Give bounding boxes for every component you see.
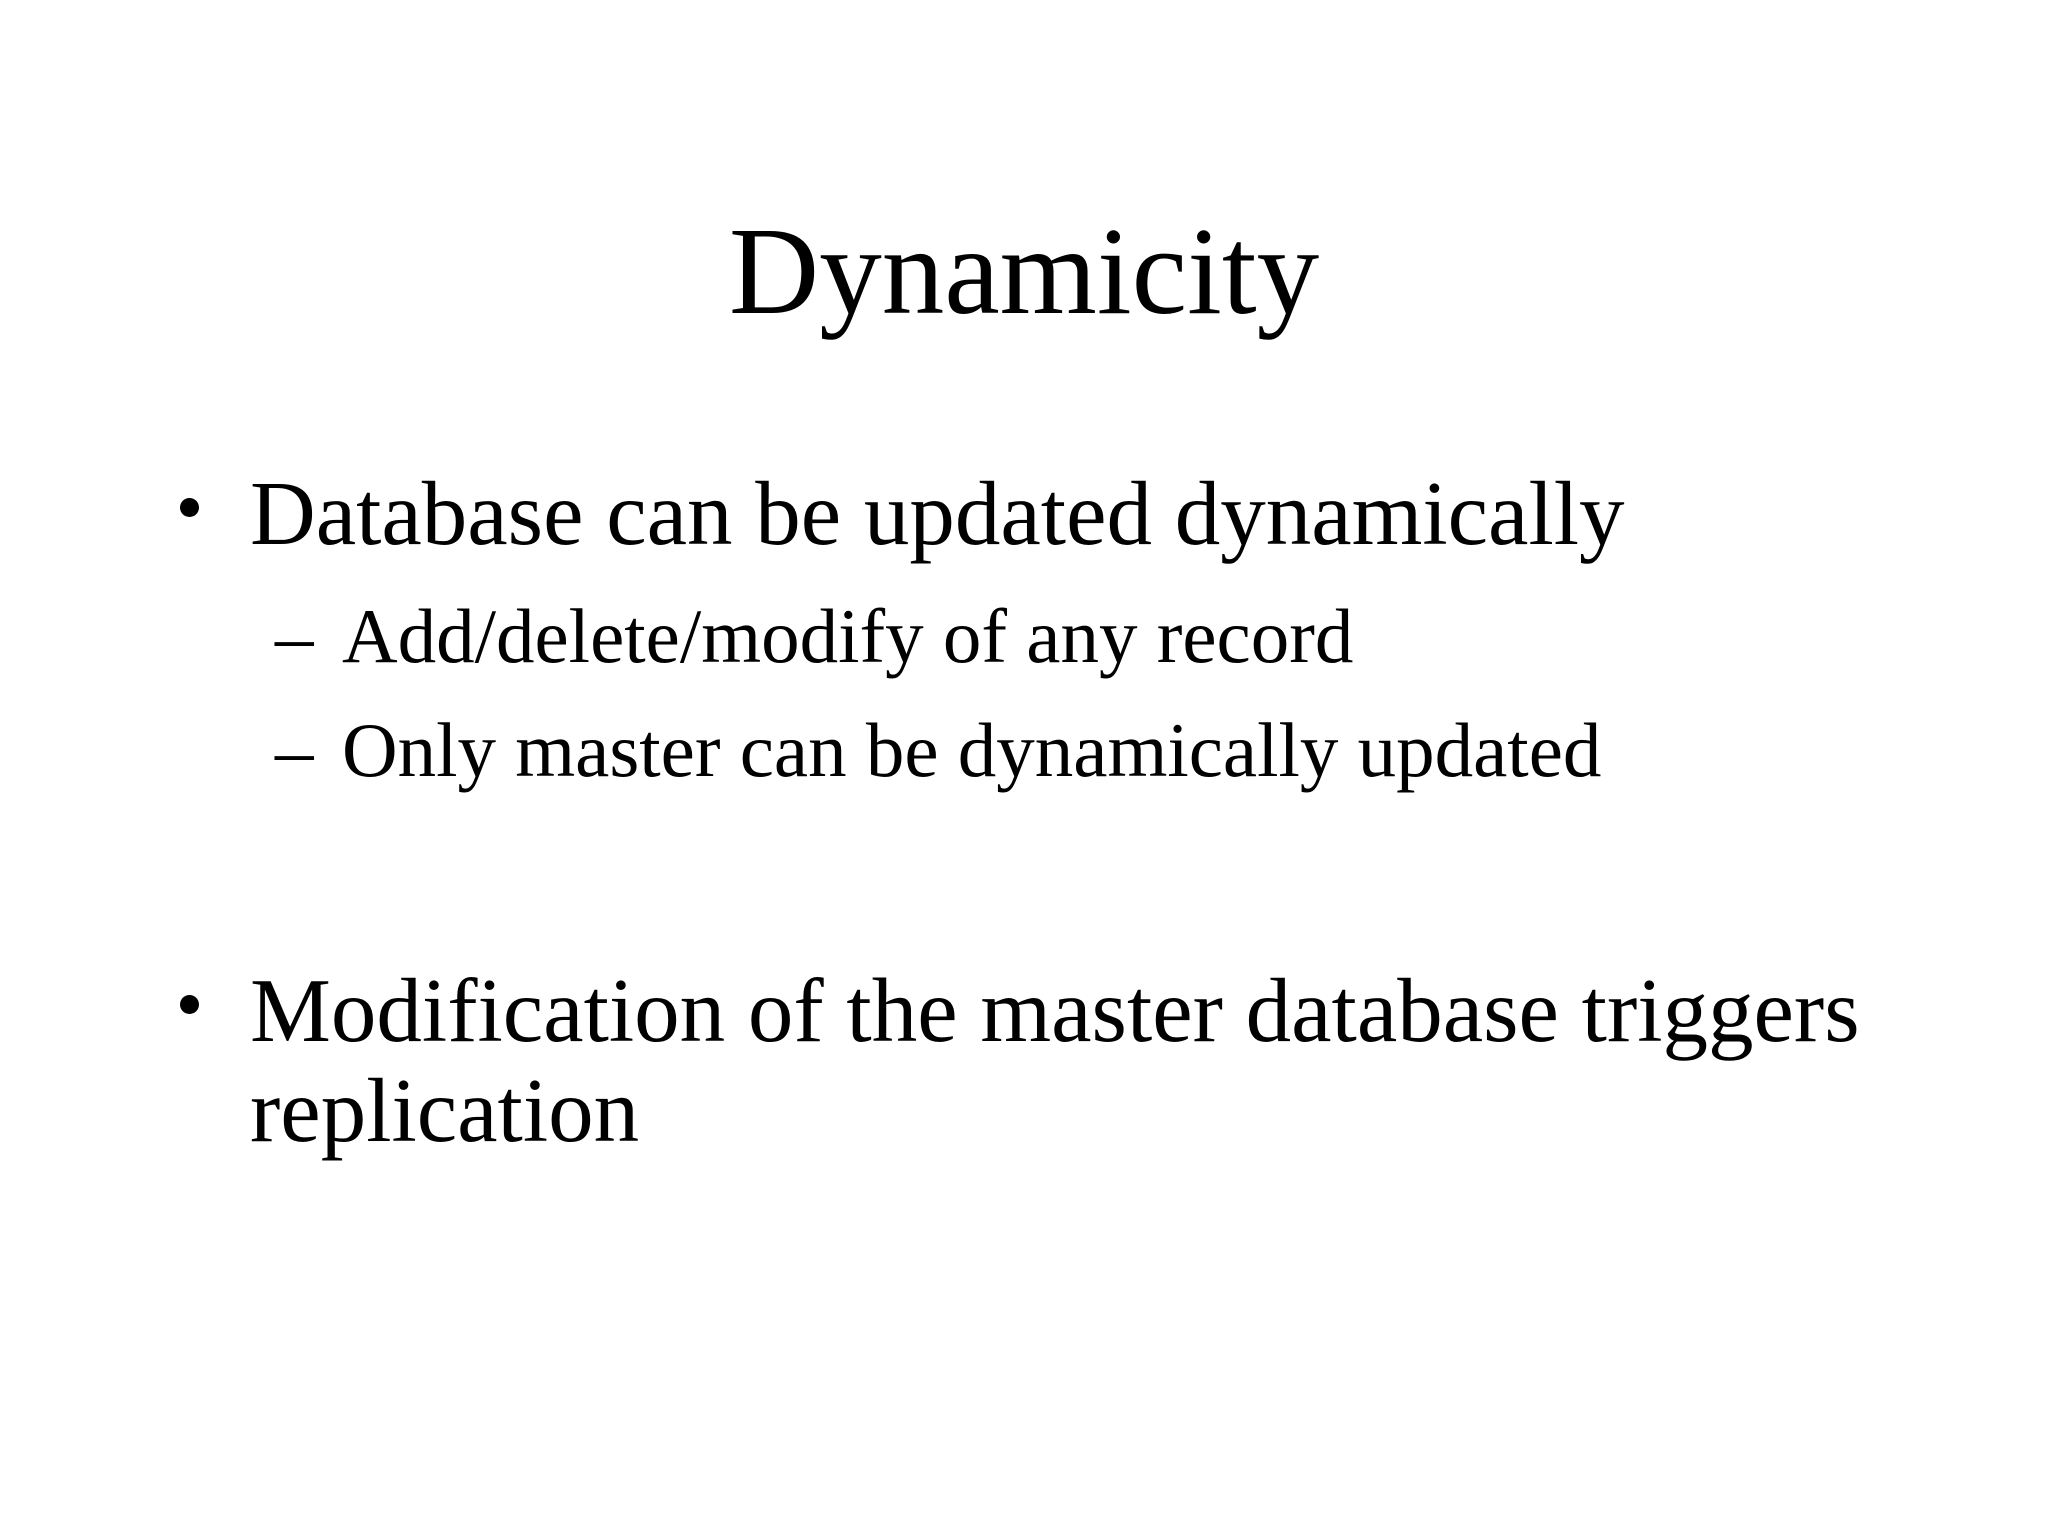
bullet-item: Database can be updated dynamically [180, 463, 1950, 564]
sub-bullet-text: Add/delete/modify of any record [342, 593, 1354, 679]
sub-bullet-item: – Add/delete/modify of any record [275, 594, 1842, 679]
dash-icon: – [275, 593, 314, 679]
dash-icon: – [275, 707, 314, 793]
sub-bullet-text: Only master can be dynamically updated [342, 707, 1602, 793]
bullet-item: Modification of the master database trig… [180, 960, 1950, 1162]
bullet-dot-icon [180, 464, 250, 517]
bullet-dot-icon [180, 961, 250, 1014]
slide-title: Dynamicity [728, 203, 1320, 341]
bullet-text: Modification of the master database trig… [250, 960, 1860, 1162]
bullet-text: Database can be updated dynamically [250, 463, 1625, 564]
sub-bullet-item: – Only master can be dynamically updated [275, 708, 1842, 793]
